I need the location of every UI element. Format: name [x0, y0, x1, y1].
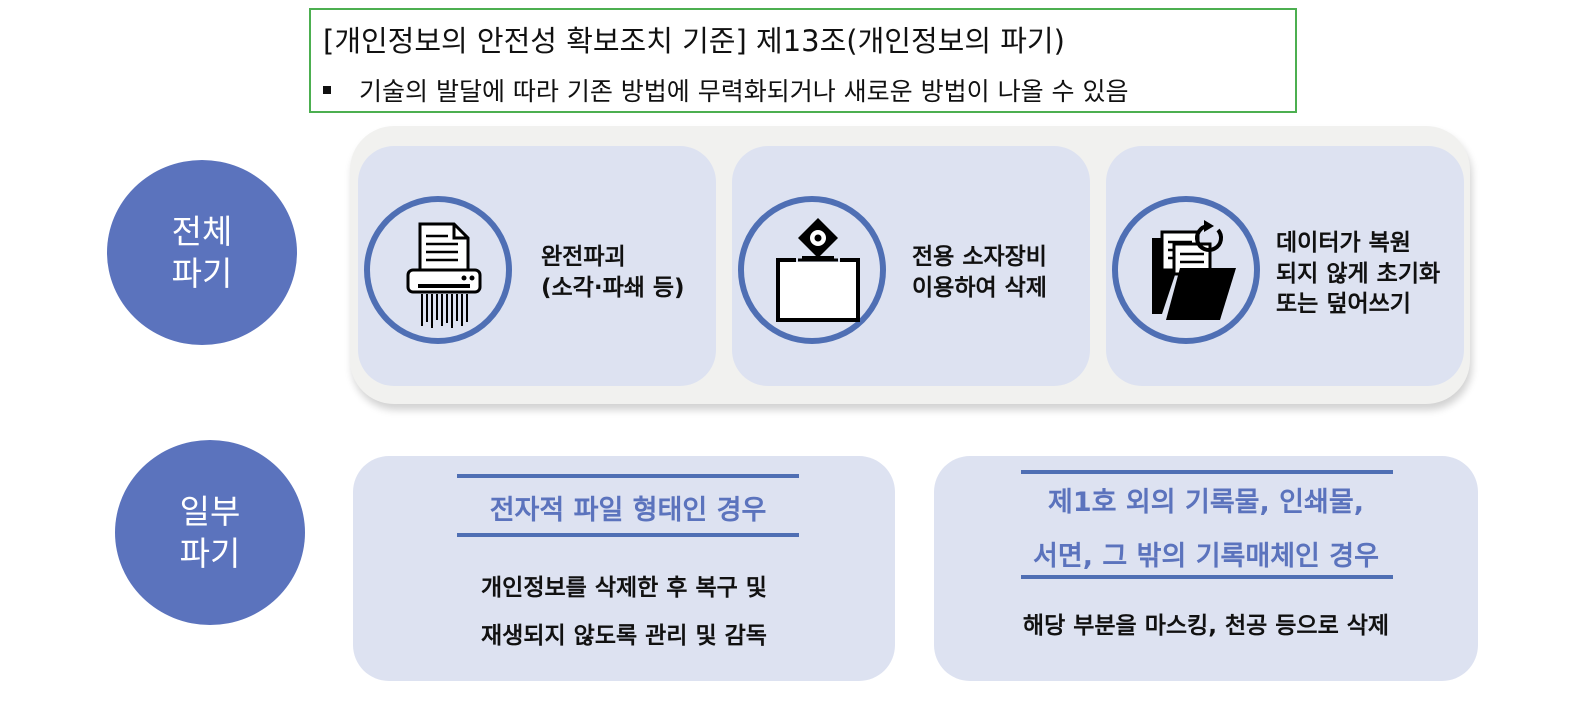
- bullet-square-icon: [323, 86, 331, 94]
- title-rule-bottom: [1021, 575, 1393, 579]
- regulation-header-box: [개인정보의 안전성 확보조치 기준] 제13조(개인정보의 파기) 기술의 발…: [309, 8, 1297, 113]
- full-destruction-panel: 완전파괴 (소각·파쇄 등) 전용 소자장비 이용하여 삭제: [350, 126, 1470, 404]
- folder-reset-icon: [1152, 220, 1236, 320]
- degausser-box-icon: [776, 218, 860, 322]
- method-text-overwrite: 데이터가 복원 되지 않게 초기화 또는 덮어쓰기: [1276, 228, 1440, 320]
- regulation-bullet-text: 기술의 발달에 따라 기존 방법에 무력화되거나 새로운 방법이 나올 수 있음: [359, 77, 1129, 106]
- icon-ring: [364, 196, 512, 344]
- method-line: 데이터가 복원: [1276, 230, 1411, 256]
- title-rule-top: [457, 474, 799, 478]
- partial-destruction-label-line2: 파기: [179, 533, 241, 573]
- title-rule-top: [1021, 470, 1393, 474]
- full-destruction-label: 전체 파기: [107, 160, 297, 345]
- method-card-overwrite: 데이터가 복원 되지 않게 초기화 또는 덮어쓰기: [1106, 146, 1464, 386]
- case-title-records-line1: 제1호 외의 기록물, 인쇄물,: [1048, 487, 1364, 518]
- full-destruction-label-line2: 파기: [171, 253, 233, 293]
- partial-card-electronic: 전자적 파일 형태인 경우 개인정보를 삭제한 후 복구 및 재생되지 않도록 …: [353, 456, 895, 681]
- partial-card-records: 제1호 외의 기록물, 인쇄물, 서면, 그 밖의 기록매체인 경우 해당 부분…: [934, 456, 1478, 681]
- method-line: 또는 덮어쓰기: [1276, 291, 1411, 318]
- case-title-electronic: 전자적 파일 형태인 경우: [489, 495, 767, 526]
- partial-destruction-label: 일부 파기: [115, 440, 305, 625]
- title-rule-bottom: [457, 533, 799, 537]
- method-card-physical-destruction: 완전파괴 (소각·파쇄 등): [358, 146, 716, 386]
- full-destruction-label-line1: 전체: [171, 212, 233, 252]
- case-body-line1: 개인정보를 삭제한 후 복구 및: [481, 575, 767, 601]
- icon-ring: [1112, 196, 1260, 344]
- method-line: 전용 소자장비: [912, 244, 1047, 270]
- method-line: (소각·파쇄 등): [541, 274, 685, 301]
- case-body-line1: 해당 부분을 마스킹, 천공 등으로 삭제: [1022, 613, 1390, 639]
- method-text-physical-destruction: 완전파괴 (소각·파쇄 등): [541, 242, 685, 303]
- method-line: 이용하여 삭제: [912, 274, 1047, 301]
- method-card-degausser: 전용 소자장비 이용하여 삭제: [732, 146, 1090, 386]
- regulation-title: [개인정보의 안전성 확보조치 기준] 제13조(개인정보의 파기): [323, 24, 1065, 58]
- case-body-line2: 재생되지 않도록 관리 및 감독: [481, 623, 767, 649]
- regulation-bullet: 기술의 발달에 따라 기존 방법에 무력화되거나 새로운 방법이 나올 수 있음: [323, 72, 1128, 108]
- partial-destruction-label-line1: 일부: [179, 492, 241, 532]
- method-line: 되지 않게 초기화: [1276, 260, 1441, 287]
- icon-ring: [738, 196, 886, 344]
- method-line: 완전파괴: [541, 244, 626, 270]
- shredder-icon: [406, 222, 482, 328]
- method-text-degausser: 전용 소자장비 이용하여 삭제: [912, 242, 1047, 303]
- case-title-records-line2: 서면, 그 밖의 기록매체인 경우: [1033, 541, 1379, 572]
